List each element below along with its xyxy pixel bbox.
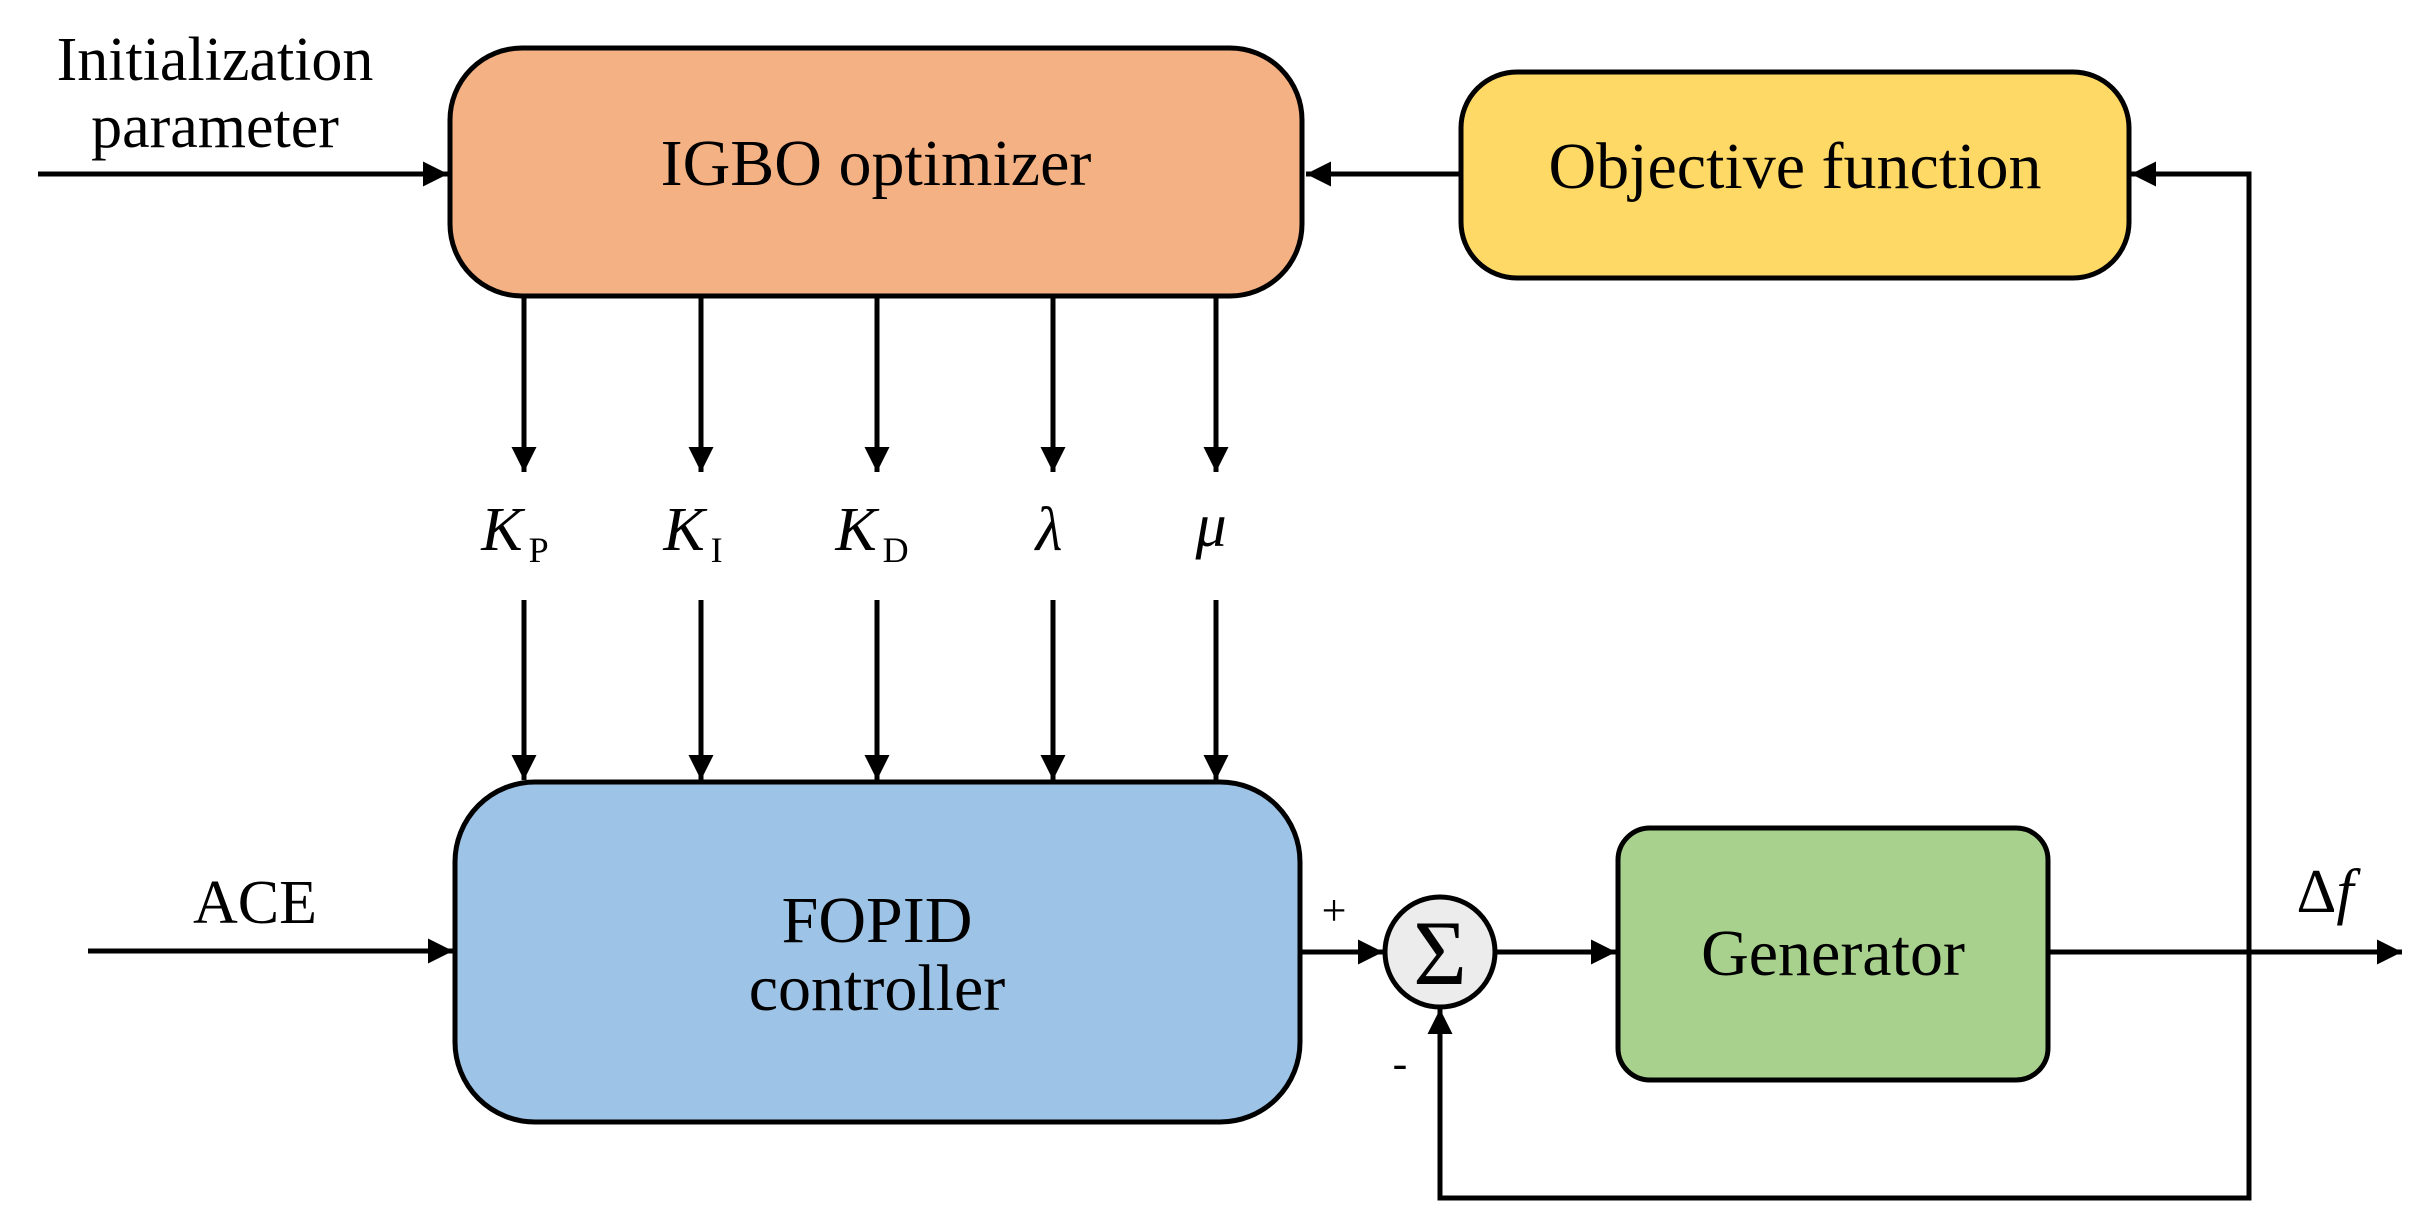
generator-label: Generator — [1701, 917, 1965, 990]
delta-f-label: Δf — [2296, 858, 2361, 926]
initialization-label-line1: Initialization — [57, 26, 374, 94]
objective-function-block: Objective function — [1458, 69, 2132, 281]
plus-sign: + — [1322, 886, 1347, 935]
summing-junction: Σ + - — [1322, 886, 1498, 1088]
fopid-controller-label-line2: controller — [749, 952, 1006, 1025]
param-mu-label: μ — [1194, 492, 1226, 560]
sigma-symbol: Σ — [1413, 902, 1467, 1004]
minus-sign: - — [1393, 1039, 1408, 1088]
generator-block: Generator — [1615, 825, 2051, 1083]
feedback-to-objective-path — [2131, 161, 2252, 952]
feedback-to-sum-path — [1427, 952, 2252, 1201]
ace-label: ACE — [193, 869, 317, 937]
fopid-controller-block: FOPID controller — [452, 779, 1303, 1125]
igbo-optimizer-block: IGBO optimizer — [447, 45, 1305, 299]
objective-function-label: Objective function — [1548, 130, 2041, 203]
fopid-controller-label-line1: FOPID — [782, 884, 973, 957]
initialization-label-line2: parameter — [91, 93, 339, 161]
param-lambda-label: λ — [1034, 496, 1063, 564]
igbo-optimizer-label: IGBO optimizer — [661, 127, 1092, 200]
